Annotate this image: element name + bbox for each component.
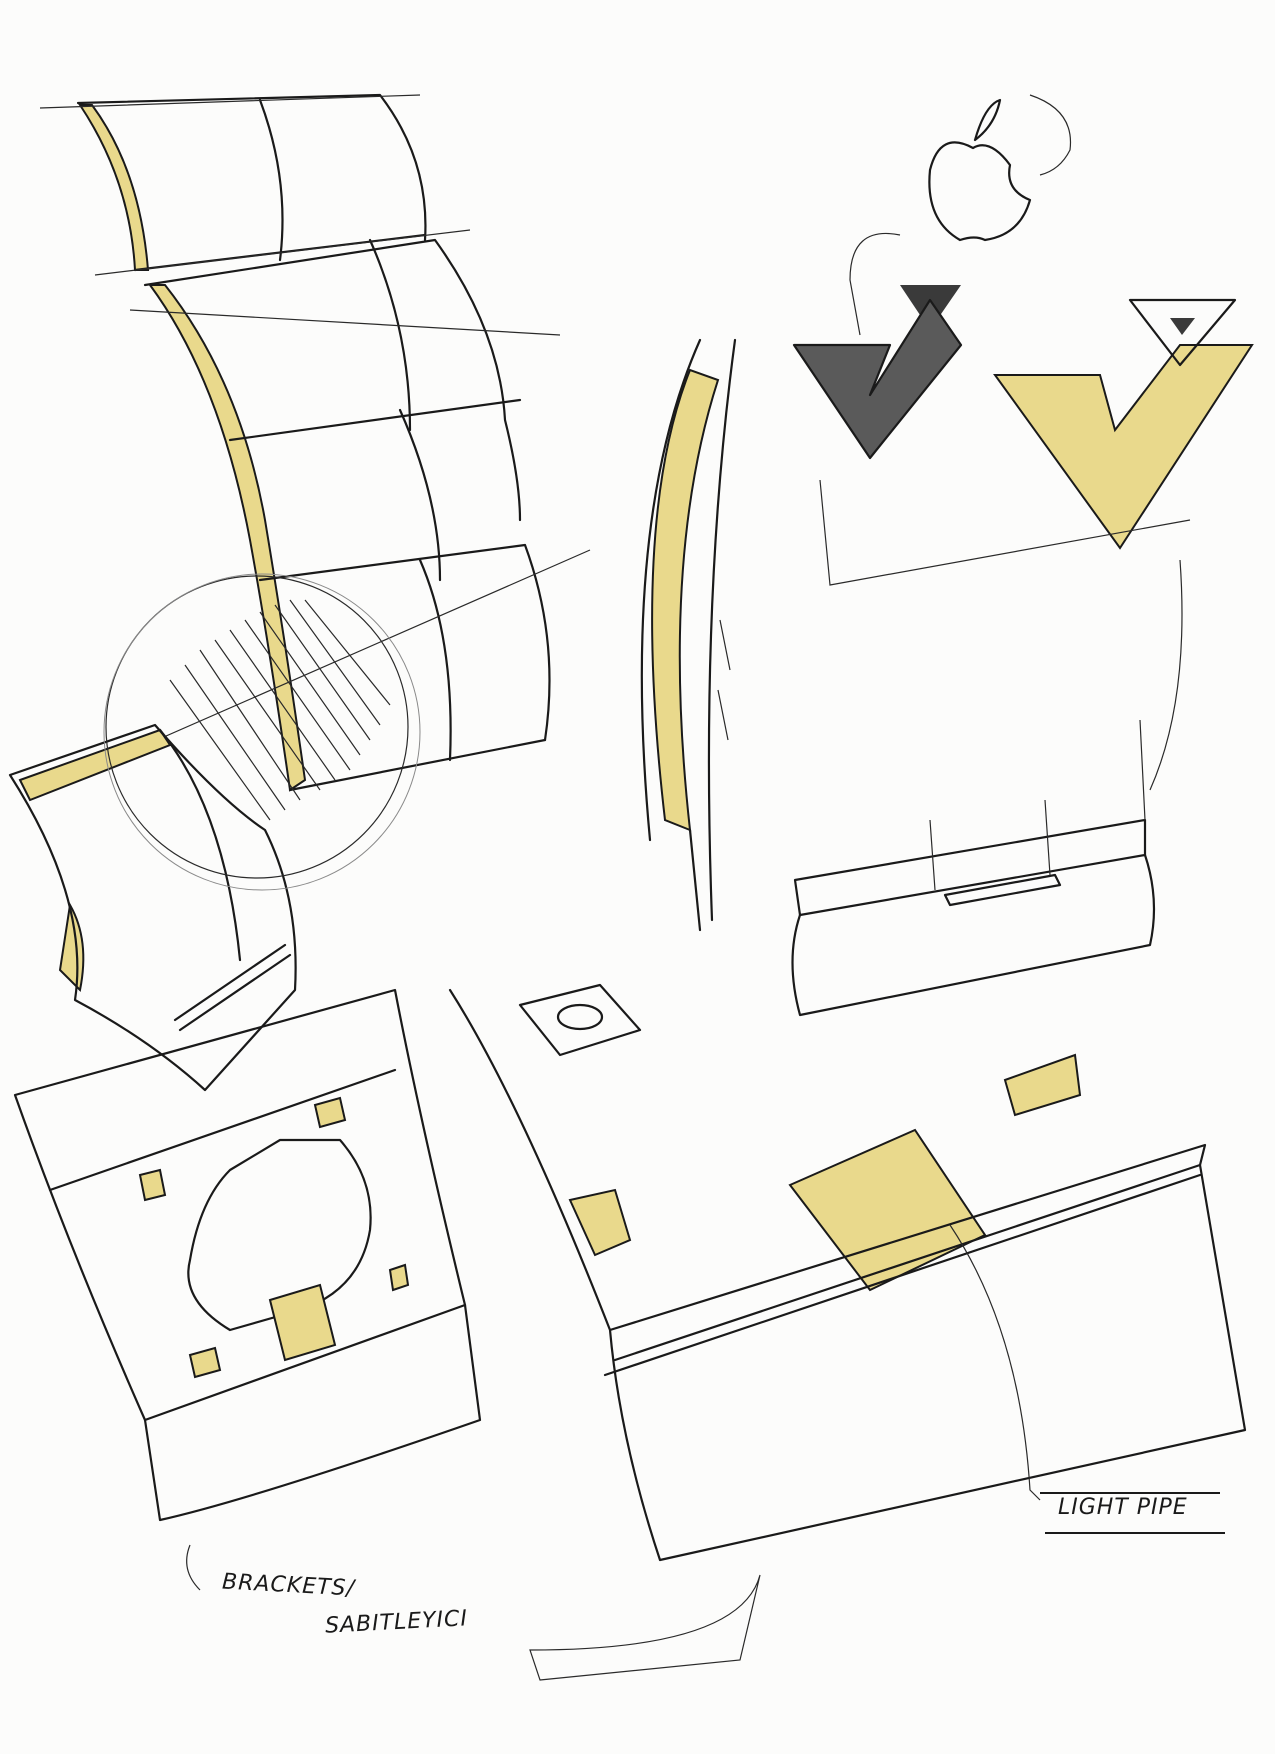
v-logo-sketches: [792, 285, 1254, 791]
hatched-circle-sketch: [103, 573, 421, 891]
light-pipe-overline: [1040, 1492, 1220, 1494]
bracket-panel-sketch: [13, 988, 482, 1522]
apple-logo-sketch: [849, 94, 1072, 336]
light-pipe-panel-sketch: [186, 983, 1247, 1681]
segmented-panel-sketch: [8, 93, 591, 1092]
light-pipe-underline: [1045, 1532, 1225, 1534]
curved-slab-sketch: [640, 338, 737, 932]
annotation-light-pipe: LIGHT PIPE: [1058, 1495, 1188, 1520]
right-panel-sketch: [791, 719, 1156, 1017]
